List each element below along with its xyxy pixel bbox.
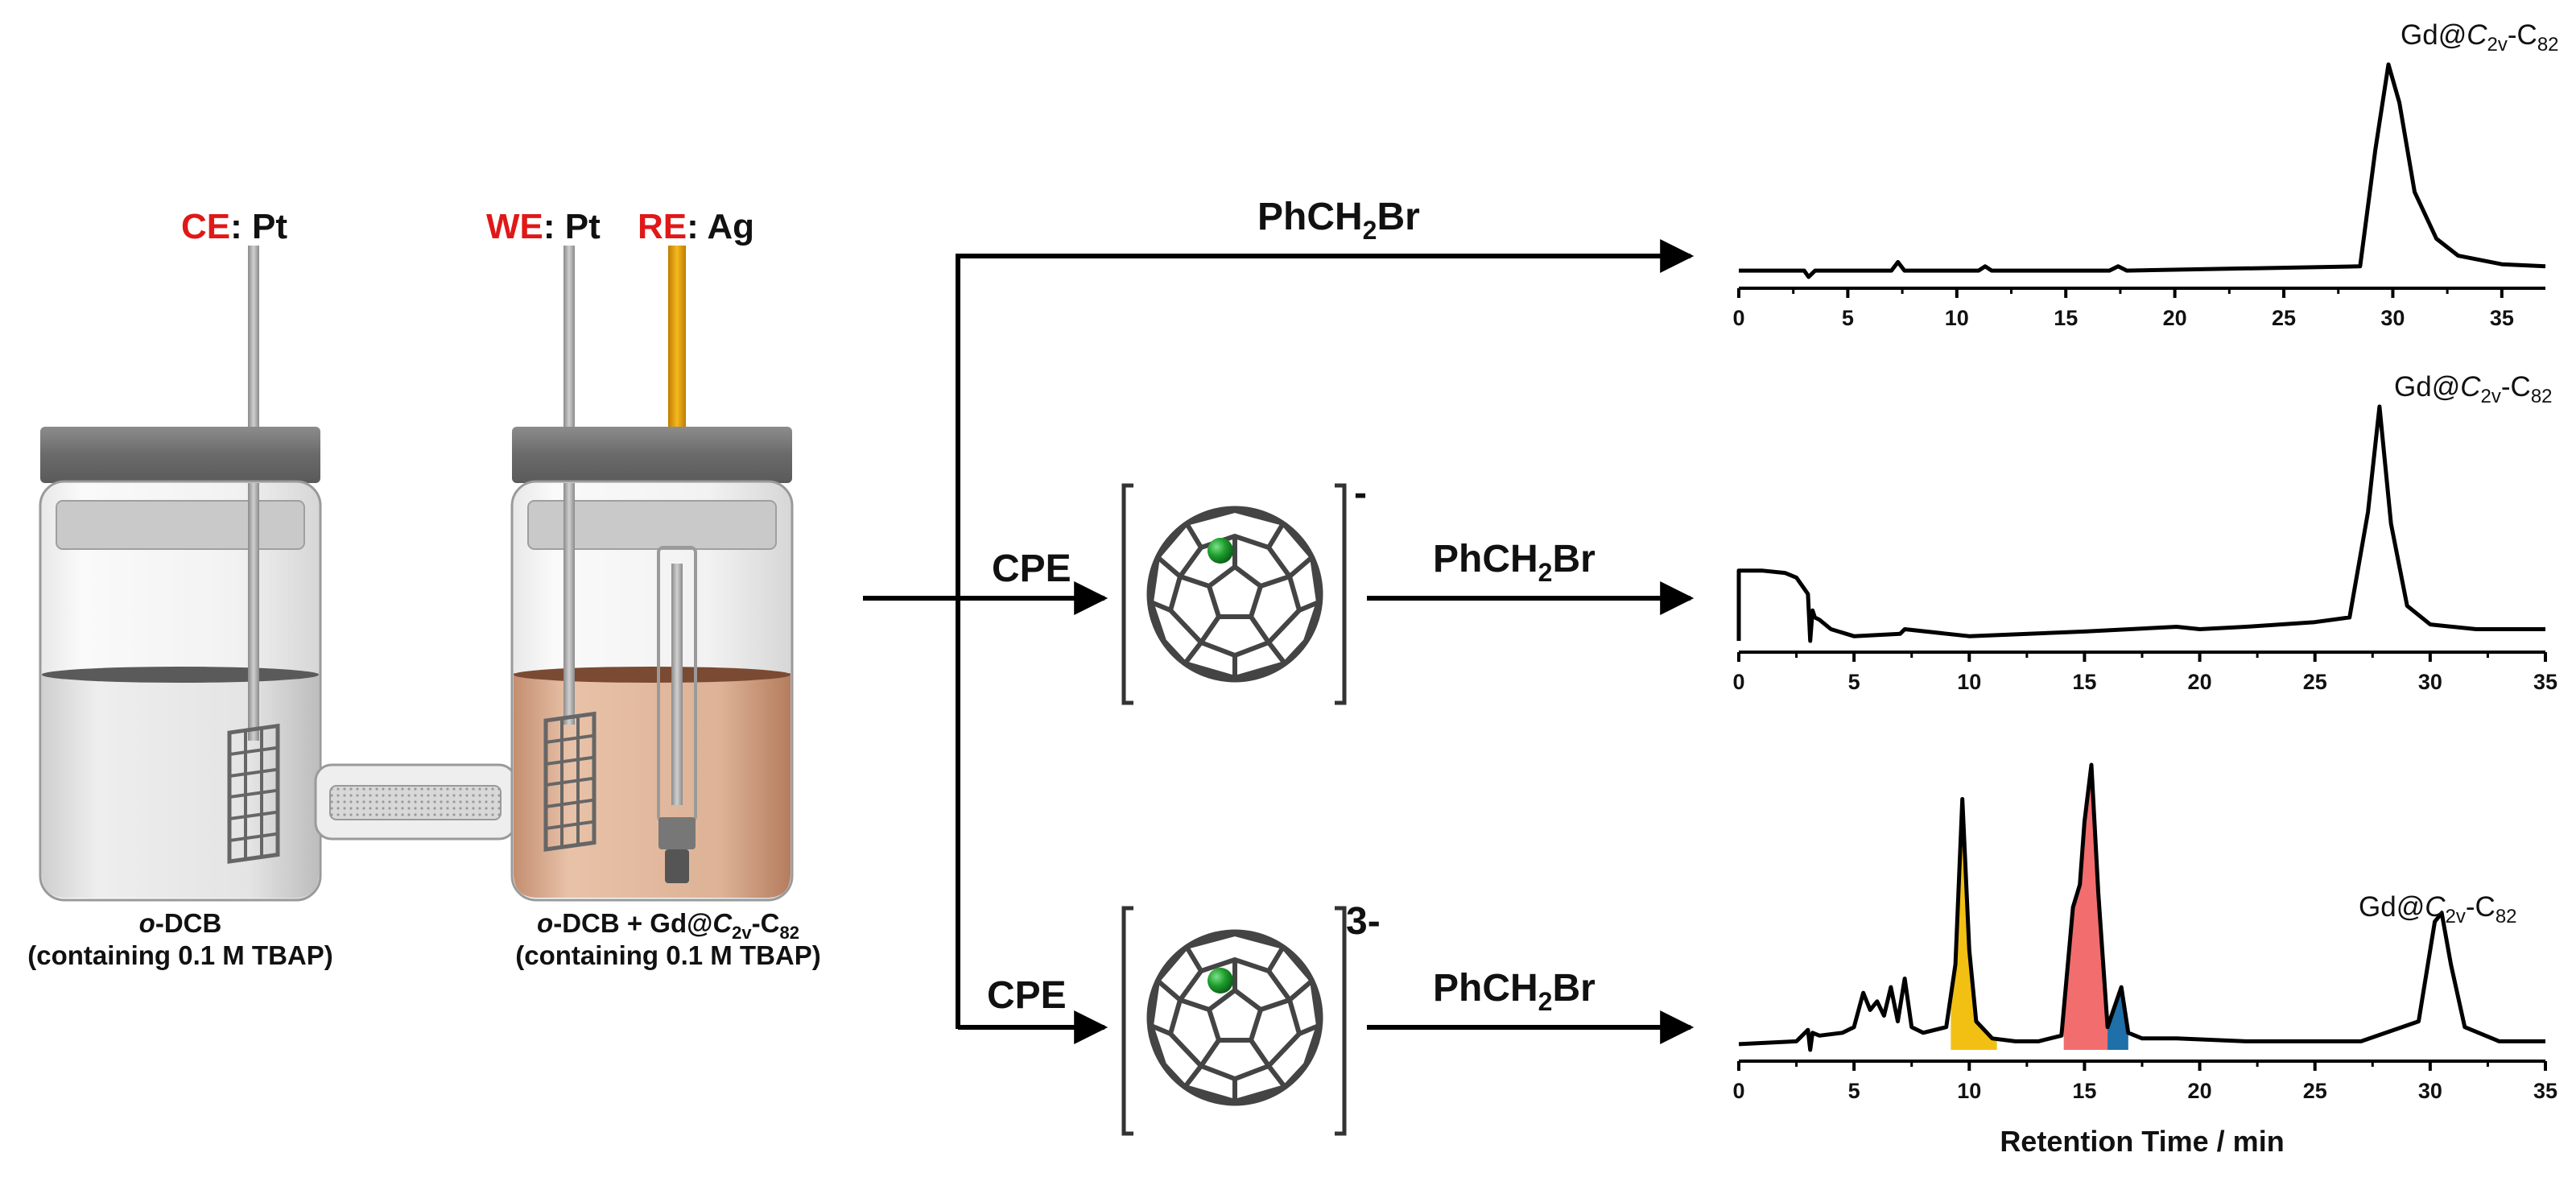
ce-electrode-rod [248, 246, 259, 431]
x-tick-label: 20 [2163, 306, 2187, 330]
bracket-left-tri [1121, 906, 1133, 1136]
chromatogram-1: 0 5 10 15 20 25 30 35 Gd@C2v-C82 [1732, 19, 2558, 330]
x-tick-label: 15 [2072, 1079, 2096, 1103]
chromatogram-trace-3 [1738, 762, 2545, 1052]
reagent-label-middle: PhCH2Br [1433, 538, 1596, 587]
chromatogram-trace-2 [1736, 404, 2545, 643]
x-tick-label: 5 [1842, 306, 1854, 330]
we-label: WE: Pt [486, 207, 601, 246]
chromatogram-trace-1 [1739, 62, 2546, 279]
salt-bridge [314, 763, 517, 841]
x-tick-label: 10 [1945, 306, 1969, 330]
cell-left-cap [40, 427, 320, 483]
re-electrode-body [657, 546, 697, 883]
cell-left-caption-line2: (containing 0.1 M TBAP) [27, 940, 333, 970]
bracket-right-tri [1335, 906, 1347, 1136]
x-tick-label: 5 [1848, 1079, 1860, 1103]
fullerene-cage-tri [1150, 932, 1320, 1103]
x-tick-label: 25 [2303, 1079, 2327, 1103]
x-tick-label: 5 [1848, 670, 1860, 694]
cell-right-caption-line1: o-DCB + Gd@C2v-C82 [537, 908, 799, 943]
x-tick-label: 15 [2054, 306, 2078, 330]
charge-mono: - [1354, 472, 1367, 514]
x-tick-label: 10 [1957, 670, 1981, 694]
cell-left-meniscus [42, 667, 319, 683]
bracket-right-mono [1335, 483, 1347, 705]
x-tick-label: 15 [2072, 670, 2096, 694]
charge-tri: 3- [1346, 900, 1381, 943]
x-tick-label: 25 [2272, 306, 2296, 330]
we-mesh-electrode [543, 711, 597, 852]
cell-left: CE: Pt o-DCB (containing 0.1 M TBAP) [27, 207, 333, 970]
cell-right-meniscus [514, 667, 791, 683]
cell-left-liner [56, 500, 305, 550]
x-tick-label: 10 [1957, 1079, 1981, 1103]
reagent-label-top: PhCH2Br [1257, 196, 1420, 245]
peak-label: Gd@C2v-C82 [2394, 371, 2553, 407]
x-tick-label: 0 [1732, 306, 1744, 330]
ce-label: CE: Pt [181, 207, 287, 246]
cell-right: WE: Pt RE: Ag o-DCB + Gd@C2v-C82 (contai… [486, 207, 821, 970]
cell-right-caption-line2: (containing 0.1 M TBAP) [515, 940, 821, 970]
x-tick-label: 0 [1732, 670, 1744, 694]
re-electrode-rod [668, 246, 686, 431]
x-tick-label: 30 [2418, 1079, 2442, 1103]
cell-right-liner [527, 500, 777, 550]
cell-left-caption-line1: o-DCB [139, 908, 222, 938]
cell-right-solution [514, 673, 791, 898]
x-axis-title: Retention Time / min [2000, 1125, 2284, 1158]
x-tick-label: 20 [2188, 1079, 2212, 1103]
x-tick-label: 35 [2533, 670, 2557, 694]
x-tick-label: 30 [2380, 306, 2405, 330]
x-tick-label: 30 [2418, 670, 2442, 694]
we-electrode-shaft [564, 483, 575, 725]
re-label: RE: Ag [638, 207, 754, 246]
x-tick-label: 25 [2303, 670, 2327, 694]
fullerene-monoanion: - [1121, 472, 1367, 705]
shaded-peak-red [2063, 767, 2108, 1050]
gd-atom-tri [1208, 968, 1233, 994]
shaded-peak-yellow [1951, 799, 1997, 1050]
reagent-label-bottom: PhCH2Br [1433, 967, 1596, 1016]
fullerene-cage-mono [1150, 509, 1320, 680]
cpe-label-bottom: CPE [987, 974, 1067, 1017]
x-tick-label: 35 [2533, 1079, 2557, 1103]
peak-label: Gd@C2v-C82 [2359, 891, 2517, 927]
reaction-scheme [863, 239, 1695, 1044]
fullerene-trianion: 3- [1121, 900, 1381, 1136]
x-tick-label: 20 [2188, 670, 2212, 694]
x-tick-label: 0 [1732, 1079, 1744, 1103]
cpe-label-middle: CPE [992, 547, 1071, 590]
chromatogram-2: 0 5 10 15 20 25 30 35 Gd@C2v-C82 [1732, 371, 2557, 694]
x-tick-label: 35 [2490, 306, 2514, 330]
we-electrode-rod [564, 246, 575, 431]
gd-atom-mono [1208, 538, 1233, 564]
bracket-left-mono [1121, 483, 1133, 705]
cell-right-cap [512, 427, 792, 483]
ce-electrode-shaft [248, 483, 259, 741]
peak-label: Gd@C2v-C82 [2401, 19, 2559, 56]
ce-mesh-electrode [227, 723, 280, 864]
